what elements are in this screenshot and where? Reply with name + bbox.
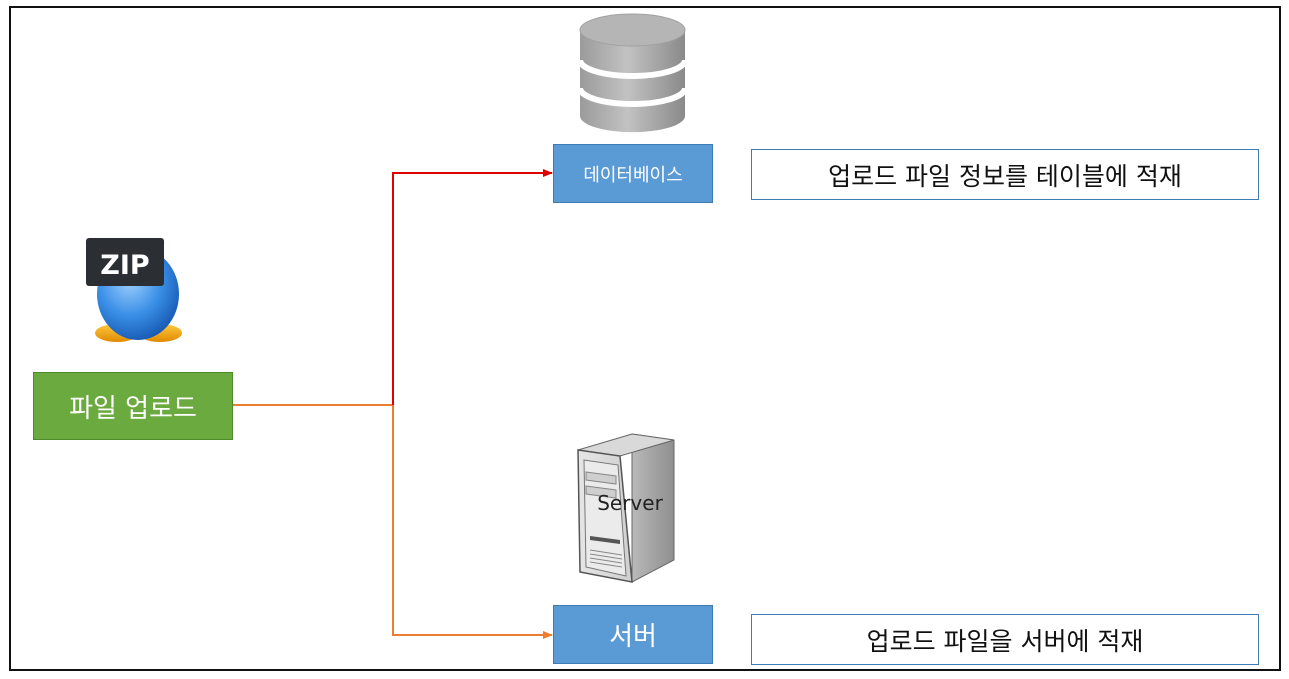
database-description: 업로드 파일 정보를 테이블에 적재 [751, 149, 1259, 200]
server-node-label: 서버 [609, 622, 657, 652]
server-tower-icon: Server [577, 433, 675, 583]
server-node: 서버 [553, 605, 713, 664]
arrow-to-server [233, 404, 553, 639]
database-description-text: 업로드 파일 정보를 테이블에 적재 [828, 161, 1182, 191]
zip-label: ZIP [100, 250, 149, 281]
arrow-to-database [392, 169, 553, 405]
diagram-frame [9, 6, 1281, 671]
database-icon [577, 13, 688, 133]
server-description-text: 업로드 파일을 서버에 적재 [866, 626, 1144, 656]
zip-file-icon: ZIP [82, 232, 192, 344]
upload-node: 파일 업로드 [33, 372, 233, 440]
upload-node-label: 파일 업로드 [69, 393, 197, 424]
database-node: 데이터베이스 [553, 144, 713, 203]
database-node-label: 데이터베이스 [583, 164, 683, 186]
server-icon-label: Server [597, 491, 663, 515]
server-description: 업로드 파일을 서버에 적재 [751, 614, 1259, 665]
